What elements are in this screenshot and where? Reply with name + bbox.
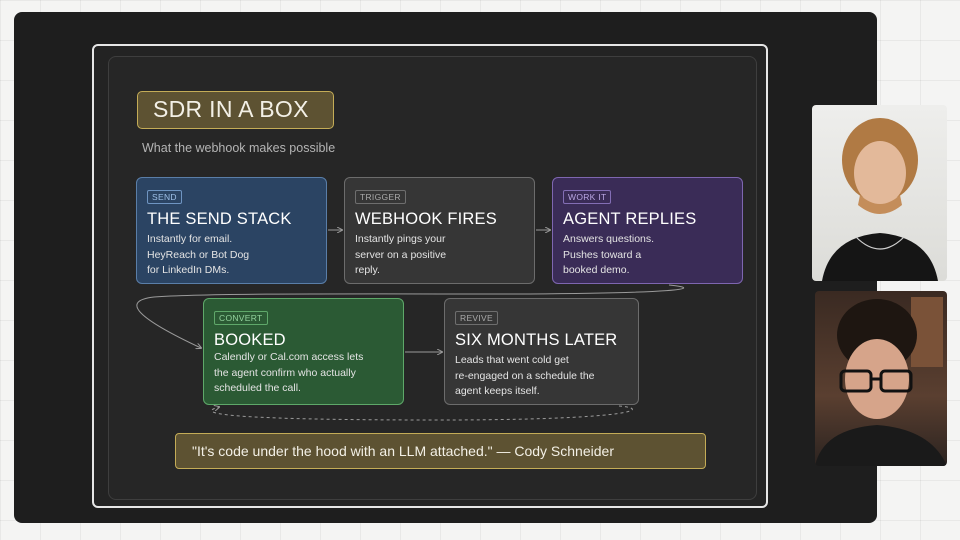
card-heading: SIX MONTHS LATER [455, 331, 618, 349]
participant-avatar [822, 118, 938, 281]
card-body: Leads that went cold get re-engaged on a… [455, 353, 595, 400]
card-body: Instantly pings your server on a positiv… [355, 232, 446, 279]
slide-content: SDR IN A BOX What the webhook makes poss… [108, 56, 757, 500]
card-tag: REVIVE [455, 311, 498, 325]
card-line: Leads that went cold get [455, 354, 569, 366]
card-line: server on a positive [355, 248, 447, 261]
card-heading: THE SEND STACK [147, 210, 292, 228]
video-tile-1[interactable] [812, 105, 947, 281]
card-agent-replies: WORK IT AGENT REPLIES Answers questions.… [552, 177, 743, 284]
card-line: for LinkedIn DMs. [147, 264, 230, 276]
card-send-stack: SEND THE SEND STACK Instantly for email.… [136, 177, 327, 284]
card-webhook-fires: TRIGGER WEBHOOK FIRES Instantly pings yo… [344, 177, 535, 284]
video-tile-2[interactable] [815, 291, 947, 466]
card-line: re-engaged on a schedule the [455, 369, 595, 382]
card-tag: CONVERT [214, 311, 268, 325]
card-line: Answers questions. [563, 233, 655, 245]
card-heading: AGENT REPLIES [563, 210, 697, 228]
participant-avatar [815, 297, 947, 466]
arrow-revive-loop [211, 406, 633, 421]
card-line: HeyReach or Bot Dog [147, 248, 250, 261]
card-line: booked demo. [563, 264, 630, 276]
slide: SDR IN A BOX What the webhook makes poss… [92, 44, 768, 508]
card-line: Pushes toward a [563, 248, 642, 261]
card-line: agent keeps itself. [455, 385, 540, 397]
card-heading: BOOKED [214, 331, 286, 349]
card-line: Instantly for email. [147, 233, 233, 245]
card-body: Answers questions. Pushes toward a booke… [563, 232, 654, 279]
presentation-frame: SDR IN A BOX What the webhook makes poss… [14, 12, 877, 523]
quote-banner: "It's code under the hood with an LLM at… [175, 433, 706, 469]
card-six-months-later: REVIVE SIX MONTHS LATER Leads that went … [444, 298, 639, 405]
card-booked: CONVERT BOOKED Calendly or Cal.com acces… [203, 298, 404, 405]
card-body: Calendly or Cal.com access lets the agen… [214, 350, 363, 397]
card-body: Instantly for email. HeyReach or Bot Dog… [147, 232, 249, 279]
card-line: the agent confirm who actually [214, 366, 356, 379]
card-tag: WORK IT [563, 190, 612, 204]
card-line: Instantly pings your [355, 233, 446, 245]
card-line: Calendly or Cal.com access lets [214, 351, 364, 363]
card-line: scheduled the call. [214, 382, 301, 394]
slide-title: SDR IN A BOX [137, 91, 334, 129]
slide-subtitle: What the webhook makes possible [142, 141, 336, 155]
card-tag: SEND [147, 190, 182, 204]
card-heading: WEBHOOK FIRES [355, 210, 497, 228]
card-line: reply. [355, 264, 380, 276]
card-tag: TRIGGER [355, 190, 406, 204]
